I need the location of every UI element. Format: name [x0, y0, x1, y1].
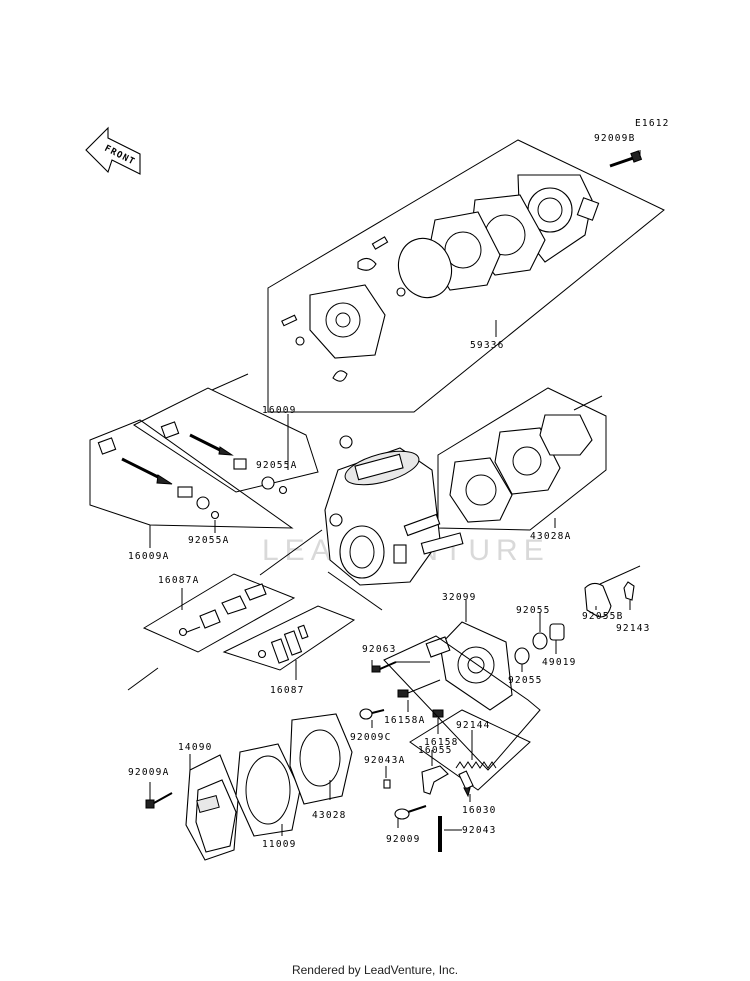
front-arrow-icon: FRONT: [85, 126, 141, 175]
screw-92009C: [359, 708, 385, 720]
pilot-screw-assembly: [160, 421, 288, 495]
top-cover-assembly: [281, 150, 643, 382]
label-92055B: 92055B: [582, 611, 624, 622]
label-59336: 59336: [470, 340, 505, 351]
spring-92144: [455, 761, 497, 769]
label-92009B: 92009B: [594, 133, 636, 144]
gasket-set-43028A: [449, 414, 593, 523]
label-92055-top: 92055: [516, 605, 551, 616]
group-box-16009: [132, 387, 319, 493]
label-92144: 92144: [456, 720, 491, 731]
label-92009C: 92009C: [350, 732, 392, 743]
label-92055A-top: 92055A: [256, 460, 298, 471]
label-16055: 16055: [418, 745, 453, 756]
label-16158: 16158: [424, 737, 459, 748]
label-49019: 49019: [542, 657, 577, 668]
group-box-16055: [409, 709, 531, 791]
needle-16030: [458, 770, 474, 798]
group-box-16009A: [89, 419, 294, 529]
lever-16055: [421, 765, 449, 795]
float-bowl-cover-14090: [185, 754, 239, 861]
diagram-code: E1612: [635, 118, 670, 129]
label-32099: 32099: [442, 592, 477, 603]
label-16087A: 16087A: [158, 575, 200, 586]
label-43028A: 43028A: [530, 531, 572, 542]
screw-16158A: [397, 679, 441, 698]
group-box-16087: [222, 605, 356, 671]
clip-92143: [623, 581, 635, 601]
label-92043: 92043: [462, 825, 497, 836]
carburetor-body: [324, 435, 464, 586]
label-43028: 43028: [312, 810, 347, 821]
pump-cover-32099: [425, 621, 513, 711]
pilot-screw-assembly-a: [97, 437, 220, 520]
group-box-16087A: [142, 573, 296, 653]
label-16030: 16030: [462, 805, 497, 816]
o-ring-92055-bottom: [514, 647, 530, 665]
o-ring-92055-top: [532, 632, 548, 650]
screw-92063: [371, 661, 397, 673]
label-14090: 14090: [178, 742, 213, 753]
label-92143: 92143: [616, 623, 651, 634]
cap-49019: [549, 623, 565, 641]
label-92063: 92063: [362, 644, 397, 655]
float-bowl-parts-16087: [257, 624, 309, 664]
label-92055-bottom: 92055: [508, 675, 543, 686]
float-bowl-parts-16087A: [178, 583, 267, 637]
label-16158A: 16158A: [384, 715, 426, 726]
label-92009: 92009: [386, 834, 421, 845]
label-92043A: 92043A: [364, 755, 406, 766]
diaphragm-43028: [289, 713, 353, 805]
pin-92043A: [383, 779, 391, 789]
screw-92009: [394, 805, 427, 820]
footer-credit: Rendered by LeadVenture, Inc.: [291, 963, 459, 977]
label-92055A-bottom: 92055A: [188, 535, 230, 546]
label-16087: 16087: [270, 685, 305, 696]
label-16009A: 16009A: [128, 551, 170, 562]
label-16009: 16009: [262, 405, 297, 416]
cap-92055B: [584, 582, 612, 618]
label-92009A: 92009A: [128, 767, 170, 778]
label-11009: 11009: [262, 839, 297, 850]
group-box-59336: [267, 139, 665, 413]
gasket-11009: [235, 743, 301, 837]
